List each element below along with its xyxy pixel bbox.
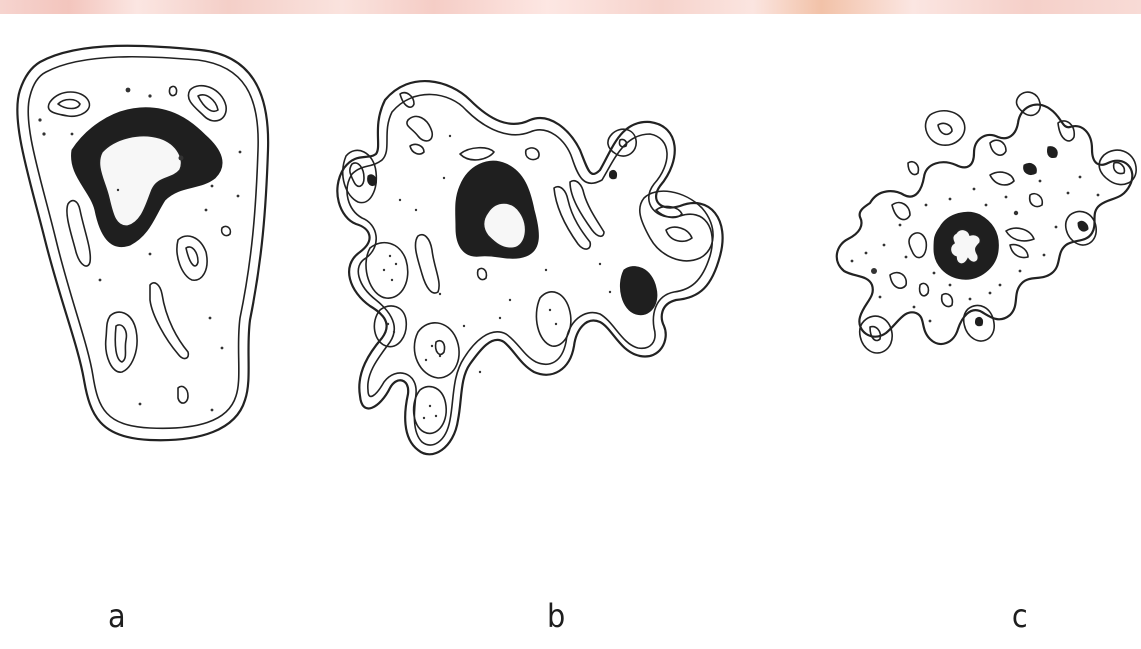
panel-label-c: c [1012, 600, 1028, 632]
panel-c-drawing [830, 85, 1140, 375]
panel-label-b: b [547, 600, 565, 632]
panel-a-drawing [0, 0, 290, 470]
panel-b-drawing [320, 60, 740, 470]
panel-label-a: a [108, 600, 126, 632]
